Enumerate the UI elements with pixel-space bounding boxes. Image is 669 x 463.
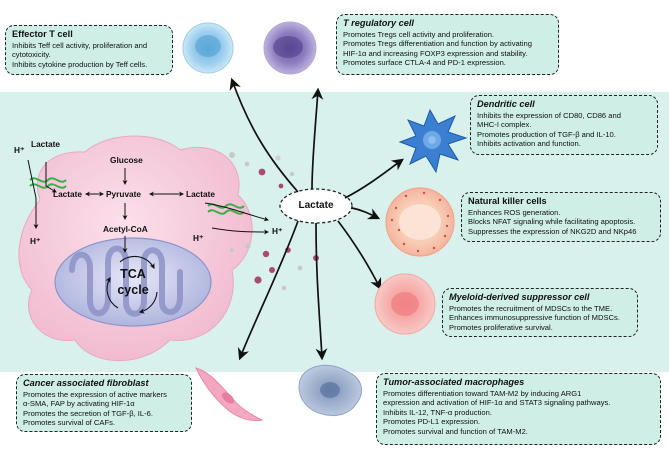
caf-line: α-SMA, FAP by activating HIF-1α (23, 399, 135, 409)
effector-t-line: cytotoxicity. (12, 50, 51, 60)
nk-title: Natural killer cells (468, 196, 547, 206)
tam-box: Tumor-associated macrophages Promotes di… (376, 373, 661, 445)
dendritic-line: Inhibits the expression of CD80, CD86 an… (477, 111, 621, 120)
lactate-right-label: Lactate (186, 189, 216, 199)
mdsc-box: Myeloid-derived suppressor cell Promotes… (442, 288, 638, 337)
acetyl-coa-label: Acetyl-CoA (103, 224, 148, 234)
h-plus-label-3: H⁺ (193, 233, 204, 243)
dendritic-line: Promotes production of TGF-β and IL-10. (477, 129, 616, 139)
cycle-label: cycle (117, 283, 149, 297)
lactate-left-top-label: Lactate (31, 139, 61, 149)
pyruvate-label: Pyruvate (106, 189, 142, 199)
h-plus-label-2: H⁺ (30, 236, 41, 246)
treg-line: Promotes surface CTLA-4 and PD-1 express… (343, 58, 506, 68)
dendritic-line: Inhibits activation and function. (477, 139, 581, 149)
mdsc-line: Promotes proliferative survival. (449, 322, 553, 332)
mdsc-title: Myeloid-derived suppressor cell (449, 292, 590, 302)
dendritic-line: MHC-I complex. (477, 120, 532, 130)
tca-label: TCA (120, 267, 146, 281)
tam-line: Promotes survival and function of TAM-M2… (383, 426, 528, 436)
mitochondrion (54, 237, 212, 327)
caf-title: Cancer associated fibroblast (23, 378, 149, 388)
treg-line: Promotes Tregs differentiation and funct… (343, 39, 532, 49)
mdsc-line: Enhances immunosuppressive function of M… (449, 313, 620, 323)
hub-arrows (229, 77, 404, 361)
effector-t-cell-box: Effector T cell Inhibits Teff cell activ… (5, 25, 173, 75)
lactate-hub (279, 188, 353, 224)
dendritic-cell-box: Dendritic cell Inhibits the expression o… (470, 95, 658, 155)
mdsc-line: Promotes the recruitment of MDSCs to the… (449, 304, 613, 313)
caf-line: Promotes the secretion of TGF-β, IL-6. (23, 408, 153, 418)
h-plus-label-4: H⁺ (272, 226, 283, 236)
fibroblast-cell (195, 367, 264, 421)
cristae (69, 245, 183, 317)
effector-t-title: Effector T cell (12, 29, 73, 39)
nk-line: Suppresses the expression of NKG2D and N… (468, 226, 637, 236)
nk-cell-box: Natural killer cells Enhances ROS genera… (461, 192, 661, 242)
lactate-left-label: Lactate (53, 189, 83, 199)
caf-box: Cancer associated fibroblast Promotes th… (16, 374, 192, 432)
effector-t-line: Inhibits cytokine production by Teff cel… (12, 59, 148, 69)
tam-line: expression and activation of HIF-1α and … (383, 398, 611, 408)
treg-title: T regulatory cell (343, 18, 414, 28)
nk-granules (390, 191, 450, 253)
treg-line: HIF-1α and increasing FOXP3 expression a… (343, 48, 528, 58)
dendritic-title: Dendritic cell (477, 99, 535, 109)
lactate-hub-label: Lactate (298, 200, 334, 211)
treg-line: Promotes Tregs cell activity and prolife… (343, 30, 495, 39)
tam-line: Inhibits IL-12, TNF-α production. (383, 407, 492, 417)
caf-line: Promotes survival of CAFs. (23, 418, 115, 428)
glucose-label: Glucose (110, 155, 143, 165)
tam-line: Promotes PD-L1 expression. (383, 417, 481, 427)
nk-line: Enhances ROS generation. (468, 208, 561, 217)
caf-line: Promotes the expression of active marker… (23, 390, 167, 399)
effector-t-line: Inhibits Teff cell activity, proliferati… (12, 41, 148, 50)
tam-title: Tumor-associated macrophages (383, 377, 525, 387)
t-regulatory-cell-box: T regulatory cell Promotes Tregs cell ac… (336, 14, 559, 75)
lactate-particles (229, 152, 319, 291)
tam-line: Promotes differentiation toward TAM-M2 b… (383, 389, 582, 398)
h-plus-label-1: H⁺ (14, 145, 25, 155)
nk-line: Blocks NFAT signaling while facilitating… (468, 217, 636, 227)
